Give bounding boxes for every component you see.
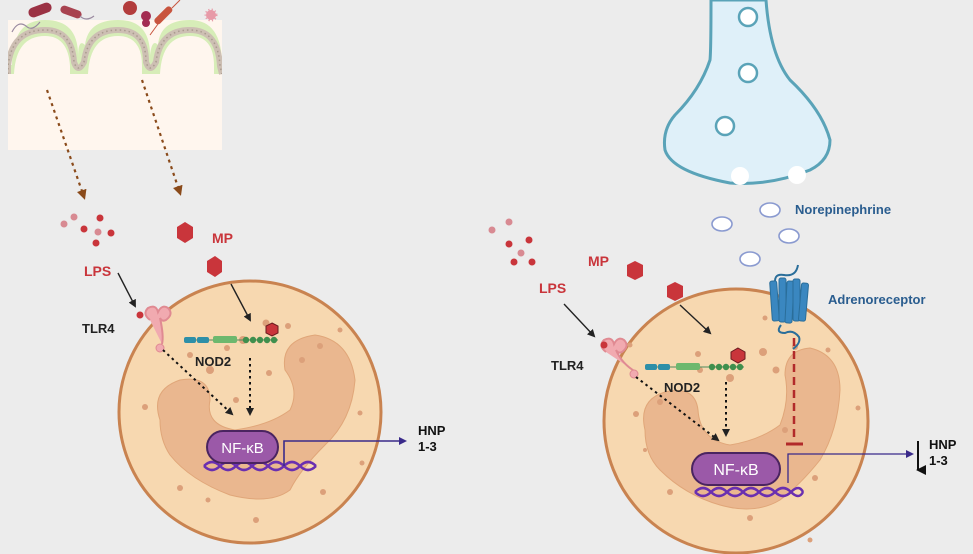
vesicle-release-icon [731,167,749,185]
tlr4-receptor [144,305,172,353]
nod2-protein [645,363,744,371]
epithelial-cells [8,26,222,75]
tlr4-signal-arrow [635,376,720,442]
nod2-label-left: NOD2 [195,354,231,369]
lps-molecules-right [488,218,536,266]
tlr4-signal-arrow [162,349,234,416]
hnp-expression-arrow [787,450,914,483]
hnp-subtype-right: 1-3 [929,453,948,468]
lps-molecules-left [60,213,115,247]
adrenoreceptor-icon [769,264,809,350]
left-immune-cell: NF-κB [117,279,407,545]
adrenoreceptor-label: Adrenoreceptor [828,292,926,307]
nfkb-label: NF-κB [713,462,758,479]
lps-bound-icon [600,341,608,349]
mp-bound-icon [265,322,279,337]
lps-label-right: LPS [539,280,566,296]
right-immune-cell: NF-κB [600,287,914,554]
hnp-expression-arrow [283,437,407,466]
lps-to-tlr4-arrow [563,303,596,338]
hnp-label-right: HNP [929,437,957,452]
nucleus [157,334,356,500]
axon-terminal [663,0,832,185]
translocation-arrow-lps [45,89,87,200]
hnp-subtype-left: 1-3 [418,439,437,454]
mp-label-left: MP [212,230,233,246]
lps-to-tlr4-arrow [117,272,136,308]
mp-molecule-icon [667,282,683,301]
microbes [11,0,218,36]
mp-label-right: MP [588,253,609,269]
hnp-label-left: HNP [418,423,446,438]
mp-molecule-icon [627,261,643,280]
norepinephrine-label: Norepinephrine [795,202,891,217]
mp-bound-icon [730,347,746,364]
bacterium-icon [60,5,82,19]
mp-molecule-icon [177,222,193,243]
dna-icon [694,486,805,498]
tlr4-receptor [600,337,639,379]
nfkb-complex [206,430,279,464]
mp-molecule-icon [207,256,222,277]
mp-to-nod2-arrow [679,304,712,335]
neuron-terminal [663,0,832,185]
microbe-icon [141,11,151,21]
translocation-arrow-mp [140,79,183,196]
gut-epithelium [8,0,222,150]
microbe-icon [123,1,137,15]
tlr4-label-right: TLR4 [551,358,584,373]
nod2-label-right: NOD2 [664,380,700,395]
mp-to-nod2-arrow [230,283,251,322]
virus-icon [204,8,218,22]
nfkb-complex [691,452,781,486]
synaptic-vesicles [714,6,759,137]
bacterium-icon [28,2,52,18]
tlr4-label-left: TLR4 [82,321,115,336]
nfkb-label: NF-κB [221,440,264,457]
lps-label-left: LPS [84,263,111,279]
nod2-protein [184,336,278,344]
granules [627,315,861,543]
bacterium-flagellum [11,21,41,33]
vesicle-release-icon [788,166,806,184]
lps-bound-icon [136,311,144,319]
norepinephrine-molecules [711,202,800,267]
phage-icon [154,6,173,25]
